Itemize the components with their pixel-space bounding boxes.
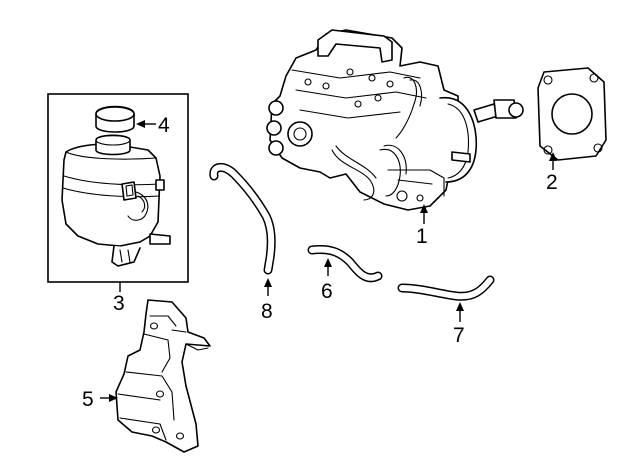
- callout-6: 6: [321, 258, 333, 303]
- gasket: [537, 67, 607, 161]
- callout-3: 3: [113, 282, 125, 315]
- callout-1: 1: [416, 204, 428, 248]
- reservoir-assembly-frame: [47, 93, 189, 283]
- reservoir-assembly: [47, 93, 189, 283]
- reservoir-tank: [61, 134, 171, 267]
- callout-label-6: 6: [321, 280, 333, 303]
- callout-5: 5: [82, 388, 118, 411]
- callout-label-2: 2: [546, 171, 558, 194]
- callout-7: 7: [453, 302, 465, 347]
- hose-7: [397, 275, 495, 301]
- callout-label-3: 3: [113, 292, 125, 315]
- callout-label-1: 1: [416, 225, 428, 248]
- brake-booster-assembly: [266, 29, 524, 211]
- callout-2: 2: [546, 152, 558, 194]
- callout-label-4: 4: [158, 114, 170, 137]
- callout-label-5: 5: [82, 388, 94, 411]
- callout-8: 8: [261, 278, 273, 323]
- callout-label-8: 8: [261, 300, 273, 323]
- hose-8: [209, 163, 276, 275]
- callout-4: 4: [136, 114, 170, 137]
- mounting-bracket: [115, 299, 211, 453]
- reservoir-cap: [95, 105, 135, 133]
- callout-label-7: 7: [453, 324, 465, 347]
- hose-6: [307, 245, 383, 283]
